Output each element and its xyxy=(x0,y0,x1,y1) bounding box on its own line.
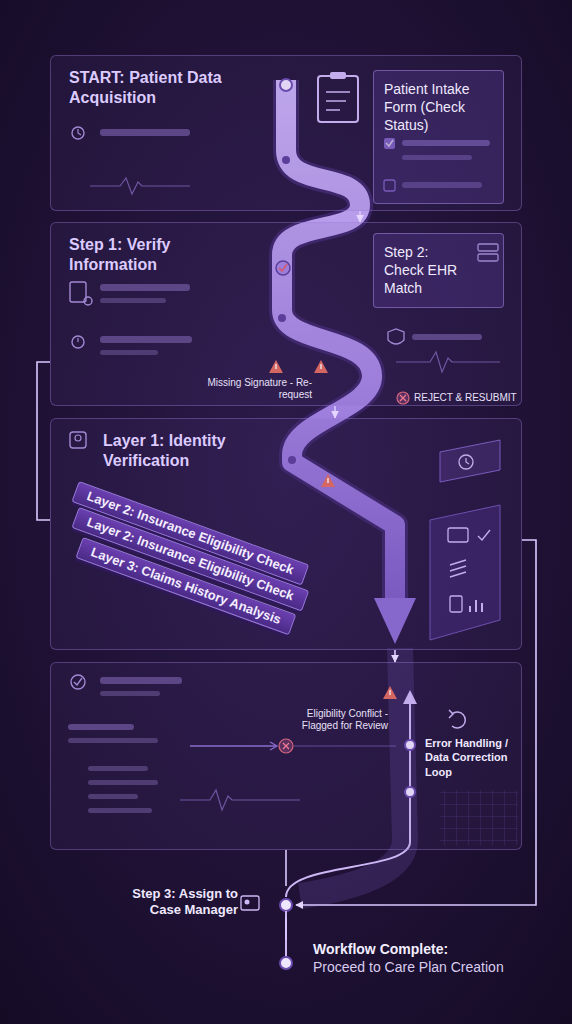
callout-note: Missing Signature - Re-request xyxy=(200,377,312,401)
connector xyxy=(334,406,336,418)
panel-heading: START: Patient Data Acquisition xyxy=(69,68,244,108)
connector xyxy=(394,650,396,662)
node-text: Step 2: Check EHR Match xyxy=(384,243,493,298)
connector xyxy=(37,362,50,520)
stage-panel: START: Patient Data Acquisition Patient I… xyxy=(50,55,522,211)
milestone: Step 3: Assign to Case Manager xyxy=(110,886,296,919)
process-box: Step 2: Check EHR Match xyxy=(373,233,504,308)
connector xyxy=(359,211,361,222)
connector xyxy=(285,919,287,941)
node-text: Patient Intake Form (Check Status) xyxy=(384,80,493,135)
panel-heading: Layer 1: Identity Verification xyxy=(103,431,253,471)
person-card-icon xyxy=(241,896,259,910)
callout-note: REJECT & RESUBMIT xyxy=(414,392,517,404)
node-text: Step 3: Assign to Case Manager xyxy=(110,886,238,919)
panel-heading: Error Handling / Data Correction Loop xyxy=(425,736,519,779)
stage-panel: Error Handling / Data Correction Loop xyxy=(50,662,522,850)
person-card-face xyxy=(245,900,250,905)
milestone: Workflow Complete:Proceed to Care Plan C… xyxy=(278,940,564,976)
form-box: Patient Intake Form (Check Status) xyxy=(373,70,504,204)
callout-note: Eligibility Conflict - Flagged for Revie… xyxy=(270,708,388,732)
node-text: Proceed to Care Plan Creation xyxy=(313,958,564,976)
connector xyxy=(285,850,287,886)
milestone-dot xyxy=(280,899,292,911)
stage-panel: Layer 1: Identity VerificationLayer 2: I… xyxy=(50,418,522,650)
milestone-dot xyxy=(280,957,292,969)
node-text: Workflow Complete: xyxy=(313,940,564,958)
milestone-line xyxy=(285,911,287,957)
panel-heading: Step 1: Verify Information xyxy=(69,235,199,275)
